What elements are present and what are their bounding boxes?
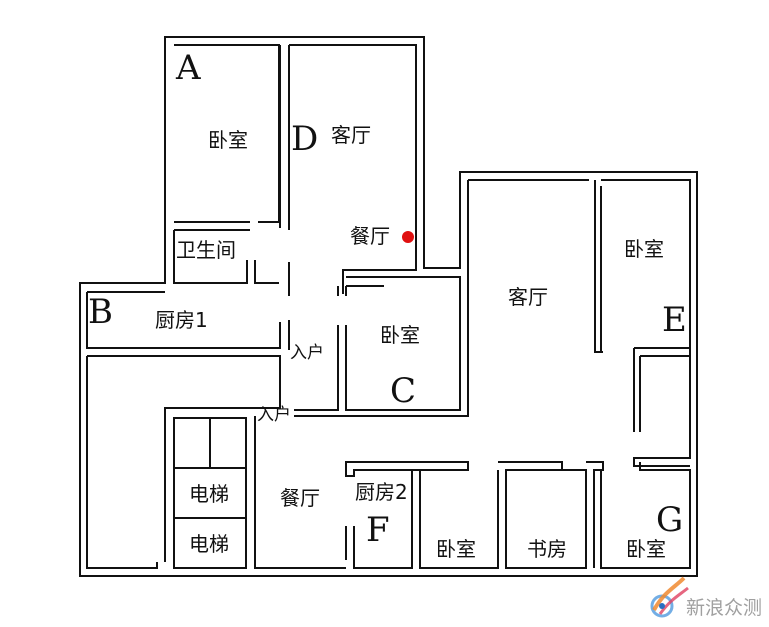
wall	[254, 260, 290, 296]
wall	[345, 470, 413, 569]
wall	[294, 180, 469, 417]
room-label-d-living: 客厅	[331, 123, 371, 147]
watermark-swirl-icon	[650, 576, 689, 618]
unit-letter-g: G	[656, 500, 683, 540]
location-marker	[402, 231, 414, 243]
wall	[86, 291, 281, 349]
room-label-f-dining: 餐厅	[280, 486, 320, 510]
unit-letter-f: F	[366, 510, 390, 550]
wall	[633, 347, 691, 467]
wall	[337, 285, 384, 296]
unit-letter-b: B	[88, 292, 113, 332]
wall	[86, 356, 158, 569]
wall	[600, 462, 691, 569]
wall	[345, 276, 461, 411]
wall	[79, 36, 698, 577]
wall	[594, 180, 603, 353]
wall	[586, 461, 604, 568]
room-label-bathroom: 卫生间	[176, 238, 236, 262]
room-label-study: 书房	[527, 537, 567, 561]
wall	[87, 355, 281, 562]
room-label-bedroom-lower: 卧室	[436, 537, 476, 561]
wall	[420, 461, 587, 569]
room-label-elevator-1: 电梯	[189, 482, 229, 506]
wall	[468, 179, 691, 348]
watermark-logo: 新浪众测	[650, 576, 762, 619]
room-label-f-kitchen: 厨房2	[355, 480, 408, 504]
wall	[254, 416, 346, 569]
watermark-text: 新浪众测	[686, 597, 762, 619]
unit-letter-a: A	[175, 48, 201, 88]
wall	[633, 348, 690, 432]
room-label-a-bedroom: 卧室	[208, 128, 248, 152]
unit-letter-d: D	[291, 119, 318, 159]
wall	[174, 418, 246, 519]
room-label-e-bedroom: 卧室	[624, 237, 664, 261]
wall	[419, 470, 499, 569]
unit-letter-c: C	[390, 371, 416, 411]
wall	[289, 44, 417, 294]
wall	[345, 461, 469, 477]
unit-letter-e: E	[662, 300, 687, 340]
room-label-b-kitchen: 厨房1	[155, 308, 208, 332]
room-label-d-dining: 餐厅	[350, 224, 390, 248]
room-label-elevator-2: 电梯	[189, 532, 229, 556]
wall	[173, 229, 250, 284]
entrance-label-upper: 入户	[290, 343, 324, 363]
entrance-label-lower: 入户	[257, 405, 291, 425]
room-label-c-bedroom: 卧室	[380, 323, 420, 347]
room-label-g-bedroom: 卧室	[626, 537, 666, 561]
room-label-center-living: 客厅	[508, 285, 548, 309]
wall	[294, 325, 339, 411]
